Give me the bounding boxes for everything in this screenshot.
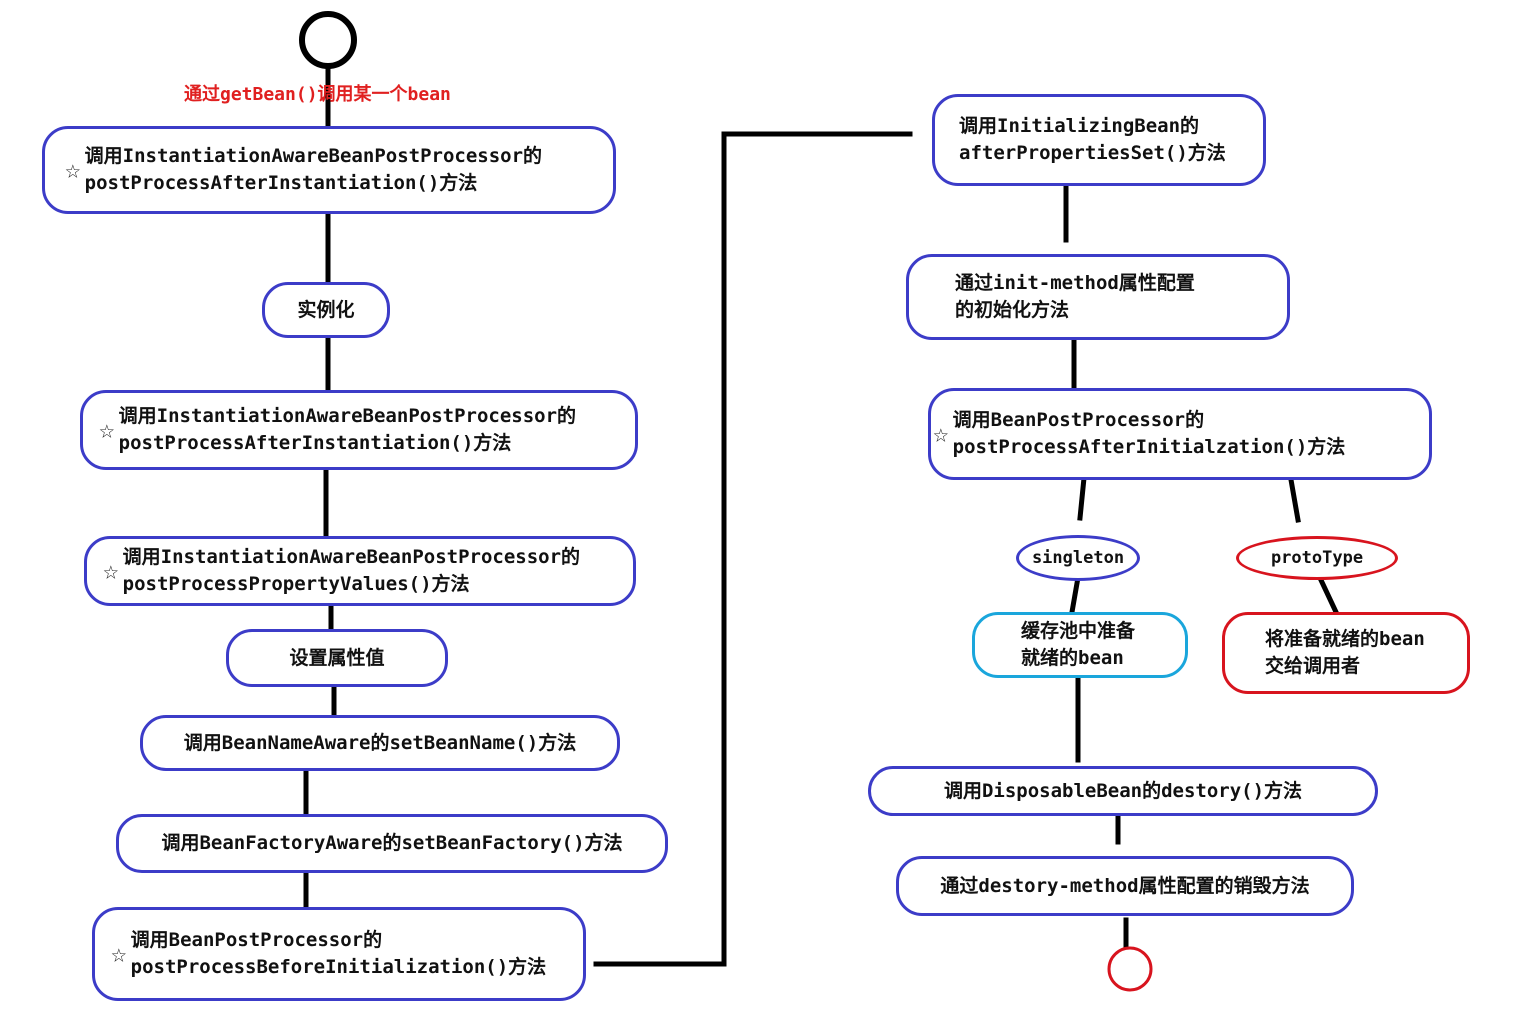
step-line1: 调用InitializingBean的 bbox=[959, 115, 1200, 137]
prototype-scope: protoType bbox=[1236, 536, 1398, 580]
step-after-initialization: ☆ 调用BeanPostProcessor的 postProcessAfterIn… bbox=[928, 388, 1432, 480]
step-instantiation-aware-after: ☆ 调用InstantiationAwareBeanPostProcessor的… bbox=[80, 390, 638, 470]
step-line1: 实例化 bbox=[297, 298, 355, 321]
step-line2: afterPropertiesSet()方法 bbox=[959, 142, 1226, 164]
star-icon: ☆ bbox=[103, 556, 119, 586]
step-line1: 通过destory-method属性配置的销毁方法 bbox=[940, 874, 1310, 897]
step-destroy-method: 通过destory-method属性配置的销毁方法 bbox=[896, 856, 1354, 916]
step-line1: 缓存池中准备 bbox=[1021, 620, 1136, 642]
step-line2: postProcessAfterInitialzation()方法 bbox=[952, 436, 1346, 458]
step-property-values: ☆ 调用InstantiationAwareBeanPostProcessor的… bbox=[84, 536, 636, 606]
step-line2: postProcessAfterInstantiation()方法 bbox=[84, 172, 478, 194]
step-line1: 调用DisposableBean的destory()方法 bbox=[943, 779, 1303, 802]
start-caption: 通过getBean()调用某一个bean bbox=[184, 84, 451, 105]
step-line1: 通过init-method属性配置 bbox=[955, 272, 1195, 294]
step-line2: 的初始化方法 bbox=[955, 299, 1070, 321]
step-line1: 将准备就绪的bean bbox=[1265, 628, 1425, 650]
step-line1: 设置属性值 bbox=[289, 646, 385, 669]
start-node bbox=[299, 11, 357, 69]
step-before-initialization: ☆ 调用BeanPostProcessor的 postProcessBeforeI… bbox=[92, 907, 586, 1001]
step-line2: 交给调用者 bbox=[1265, 655, 1361, 677]
step-instantiate: 实例化 bbox=[262, 282, 390, 338]
step-line1: 调用InstantiationAwareBeanPostProcessor的 bbox=[84, 145, 543, 167]
step-line1: 调用BeanPostProcessor的 bbox=[130, 929, 383, 951]
star-icon: ☆ bbox=[65, 155, 81, 185]
singleton-cache: 缓存池中准备就绪的bean bbox=[972, 612, 1188, 678]
star-icon: ☆ bbox=[933, 419, 949, 449]
step-line2: 就绪的bean bbox=[1021, 647, 1124, 669]
step-set-bean-name: 调用BeanNameAware的setBeanName()方法 bbox=[140, 715, 620, 771]
step-line1: 调用BeanFactoryAware的setBeanFactory()方法 bbox=[161, 832, 623, 854]
step-init-method: 通过init-method属性配置的初始化方法 bbox=[906, 254, 1290, 340]
step-line1: 调用InstantiationAwareBeanPostProcessor的 bbox=[122, 546, 581, 568]
step-line1: 调用BeanPostProcessor的 bbox=[952, 409, 1205, 431]
step-line2: postProcessBeforeInitialization()方法 bbox=[130, 956, 547, 978]
singleton-scope: singleton bbox=[1016, 535, 1140, 581]
step-after-properties-set: 调用InitializingBean的 afterPropertiesSet()方… bbox=[932, 94, 1266, 186]
scope-label: singleton bbox=[1031, 548, 1125, 568]
step-line2: postProcessAfterInstantiation()方法 bbox=[118, 432, 512, 454]
step-instantiation-aware-before: ☆ 调用InstantiationAwareBeanPostProcessor的… bbox=[42, 126, 616, 214]
end-node bbox=[1107, 946, 1153, 992]
step-set-properties: 设置属性值 bbox=[226, 629, 448, 687]
step-line2: postProcessPropertyValues()方法 bbox=[122, 573, 470, 595]
scope-label: protoType bbox=[1270, 548, 1364, 568]
star-icon: ☆ bbox=[99, 415, 115, 445]
prototype-return: 将准备就绪的bean 交给调用者 bbox=[1222, 612, 1470, 694]
step-line1: 调用InstantiationAwareBeanPostProcessor的 bbox=[118, 405, 577, 427]
step-disposable-bean: 调用DisposableBean的destory()方法 bbox=[868, 766, 1378, 816]
star-icon: ☆ bbox=[111, 939, 127, 969]
step-line1: 调用BeanNameAware的setBeanName()方法 bbox=[183, 731, 577, 754]
step-set-bean-factory: 调用BeanFactoryAware的setBeanFactory()方法 bbox=[116, 814, 668, 873]
